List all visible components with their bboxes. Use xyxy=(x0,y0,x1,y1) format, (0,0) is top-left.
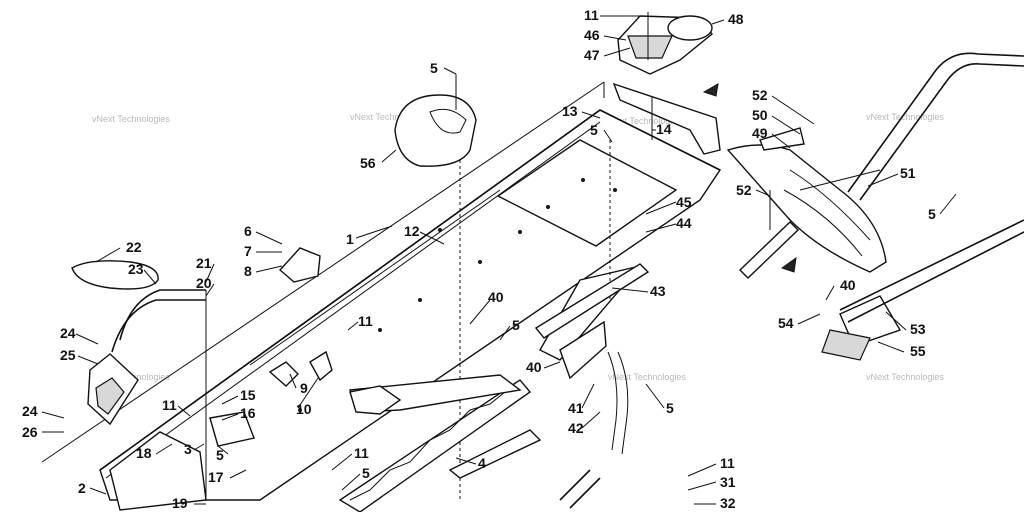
callout-56: 56 xyxy=(360,155,376,171)
callout-23: 23 xyxy=(128,261,144,277)
callout-22: 22 xyxy=(126,239,142,255)
callout-11: 11 xyxy=(584,7,599,23)
callout-46: 46 xyxy=(584,27,600,43)
watermark-text: vNext Technologies xyxy=(350,112,428,122)
callout-25: 25 xyxy=(60,347,76,363)
callout-50: 50 xyxy=(752,107,768,123)
callout-labels: 11 48 46 47 5 52 50 49 13 5 14 56 51 52 … xyxy=(22,7,936,511)
callout-53: 53 xyxy=(910,321,926,337)
callout-31: 31 xyxy=(720,474,736,490)
rear-bumper xyxy=(821,52,1024,361)
callout-40: 40 xyxy=(840,277,856,293)
left-components xyxy=(71,247,402,511)
callout-6: 6 xyxy=(244,223,252,239)
callout-17: 17 xyxy=(208,469,224,485)
callout-3: 3 xyxy=(184,441,192,457)
callout-24: 24 xyxy=(60,325,76,341)
callout-40: 40 xyxy=(526,359,542,375)
callout-52: 52 xyxy=(736,182,752,198)
callout-55: 55 xyxy=(910,343,926,359)
watermark-text: vNext Technologies xyxy=(92,114,170,124)
callout-49: 49 xyxy=(752,125,768,141)
callout-11: 11 xyxy=(358,313,373,329)
callout-52: 52 xyxy=(752,87,768,103)
callout-14: 14 xyxy=(656,121,672,137)
callout-15: 15 xyxy=(240,387,256,403)
leader-lines xyxy=(41,15,957,505)
callout-41: 41 xyxy=(568,400,584,416)
callout-45: 45 xyxy=(676,194,692,210)
callout-5: 5 xyxy=(666,400,674,416)
callout-20: 20 xyxy=(196,275,212,291)
callout-24: 24 xyxy=(22,403,38,419)
callout-47: 47 xyxy=(584,47,600,63)
callout-5: 5 xyxy=(512,317,520,333)
callout-5: 5 xyxy=(928,206,936,222)
snowflap-assembly xyxy=(726,127,887,279)
callout-9: 9 xyxy=(300,380,308,396)
callout-5: 5 xyxy=(216,447,224,463)
callout-10: 10 xyxy=(296,401,312,417)
callout-1: 1 xyxy=(346,231,354,247)
callout-8: 8 xyxy=(244,263,252,279)
callout-5: 5 xyxy=(362,465,370,481)
callout-42: 42 xyxy=(568,420,584,436)
storage-bag xyxy=(394,74,477,167)
callout-54: 54 xyxy=(778,315,794,331)
watermark-text: vNext Technologies xyxy=(608,372,686,382)
watermark-text: vNext Technologies xyxy=(866,112,944,122)
callout-44: 44 xyxy=(676,215,692,231)
callout-21: 21 xyxy=(196,255,212,271)
callout-19: 19 xyxy=(172,495,188,511)
callout-2: 2 xyxy=(78,480,86,496)
callout-32: 32 xyxy=(720,495,736,511)
callout-43: 43 xyxy=(650,283,666,299)
rail-assembly xyxy=(338,374,601,512)
top-bracket xyxy=(612,12,721,155)
callout-51: 51 xyxy=(900,165,916,181)
callout-16: 16 xyxy=(240,405,256,421)
callout-40: 40 xyxy=(488,289,504,305)
callout-5: 5 xyxy=(590,122,598,138)
callout-11: 11 xyxy=(354,445,369,461)
center-right-components xyxy=(534,263,650,455)
callout-13: 13 xyxy=(562,103,578,119)
watermark-text: vNext Technologies xyxy=(866,372,944,382)
callout-26: 26 xyxy=(22,424,38,440)
callout-18: 18 xyxy=(136,445,152,461)
callout-5: 5 xyxy=(430,60,438,76)
callout-11: 11 xyxy=(720,455,735,471)
callout-11: 11 xyxy=(162,397,177,413)
watermark-text: vNext Technologies xyxy=(604,116,682,126)
callout-7: 7 xyxy=(244,243,252,259)
callout-48: 48 xyxy=(728,11,744,27)
callout-12: 12 xyxy=(404,223,420,239)
callout-4: 4 xyxy=(478,455,486,471)
